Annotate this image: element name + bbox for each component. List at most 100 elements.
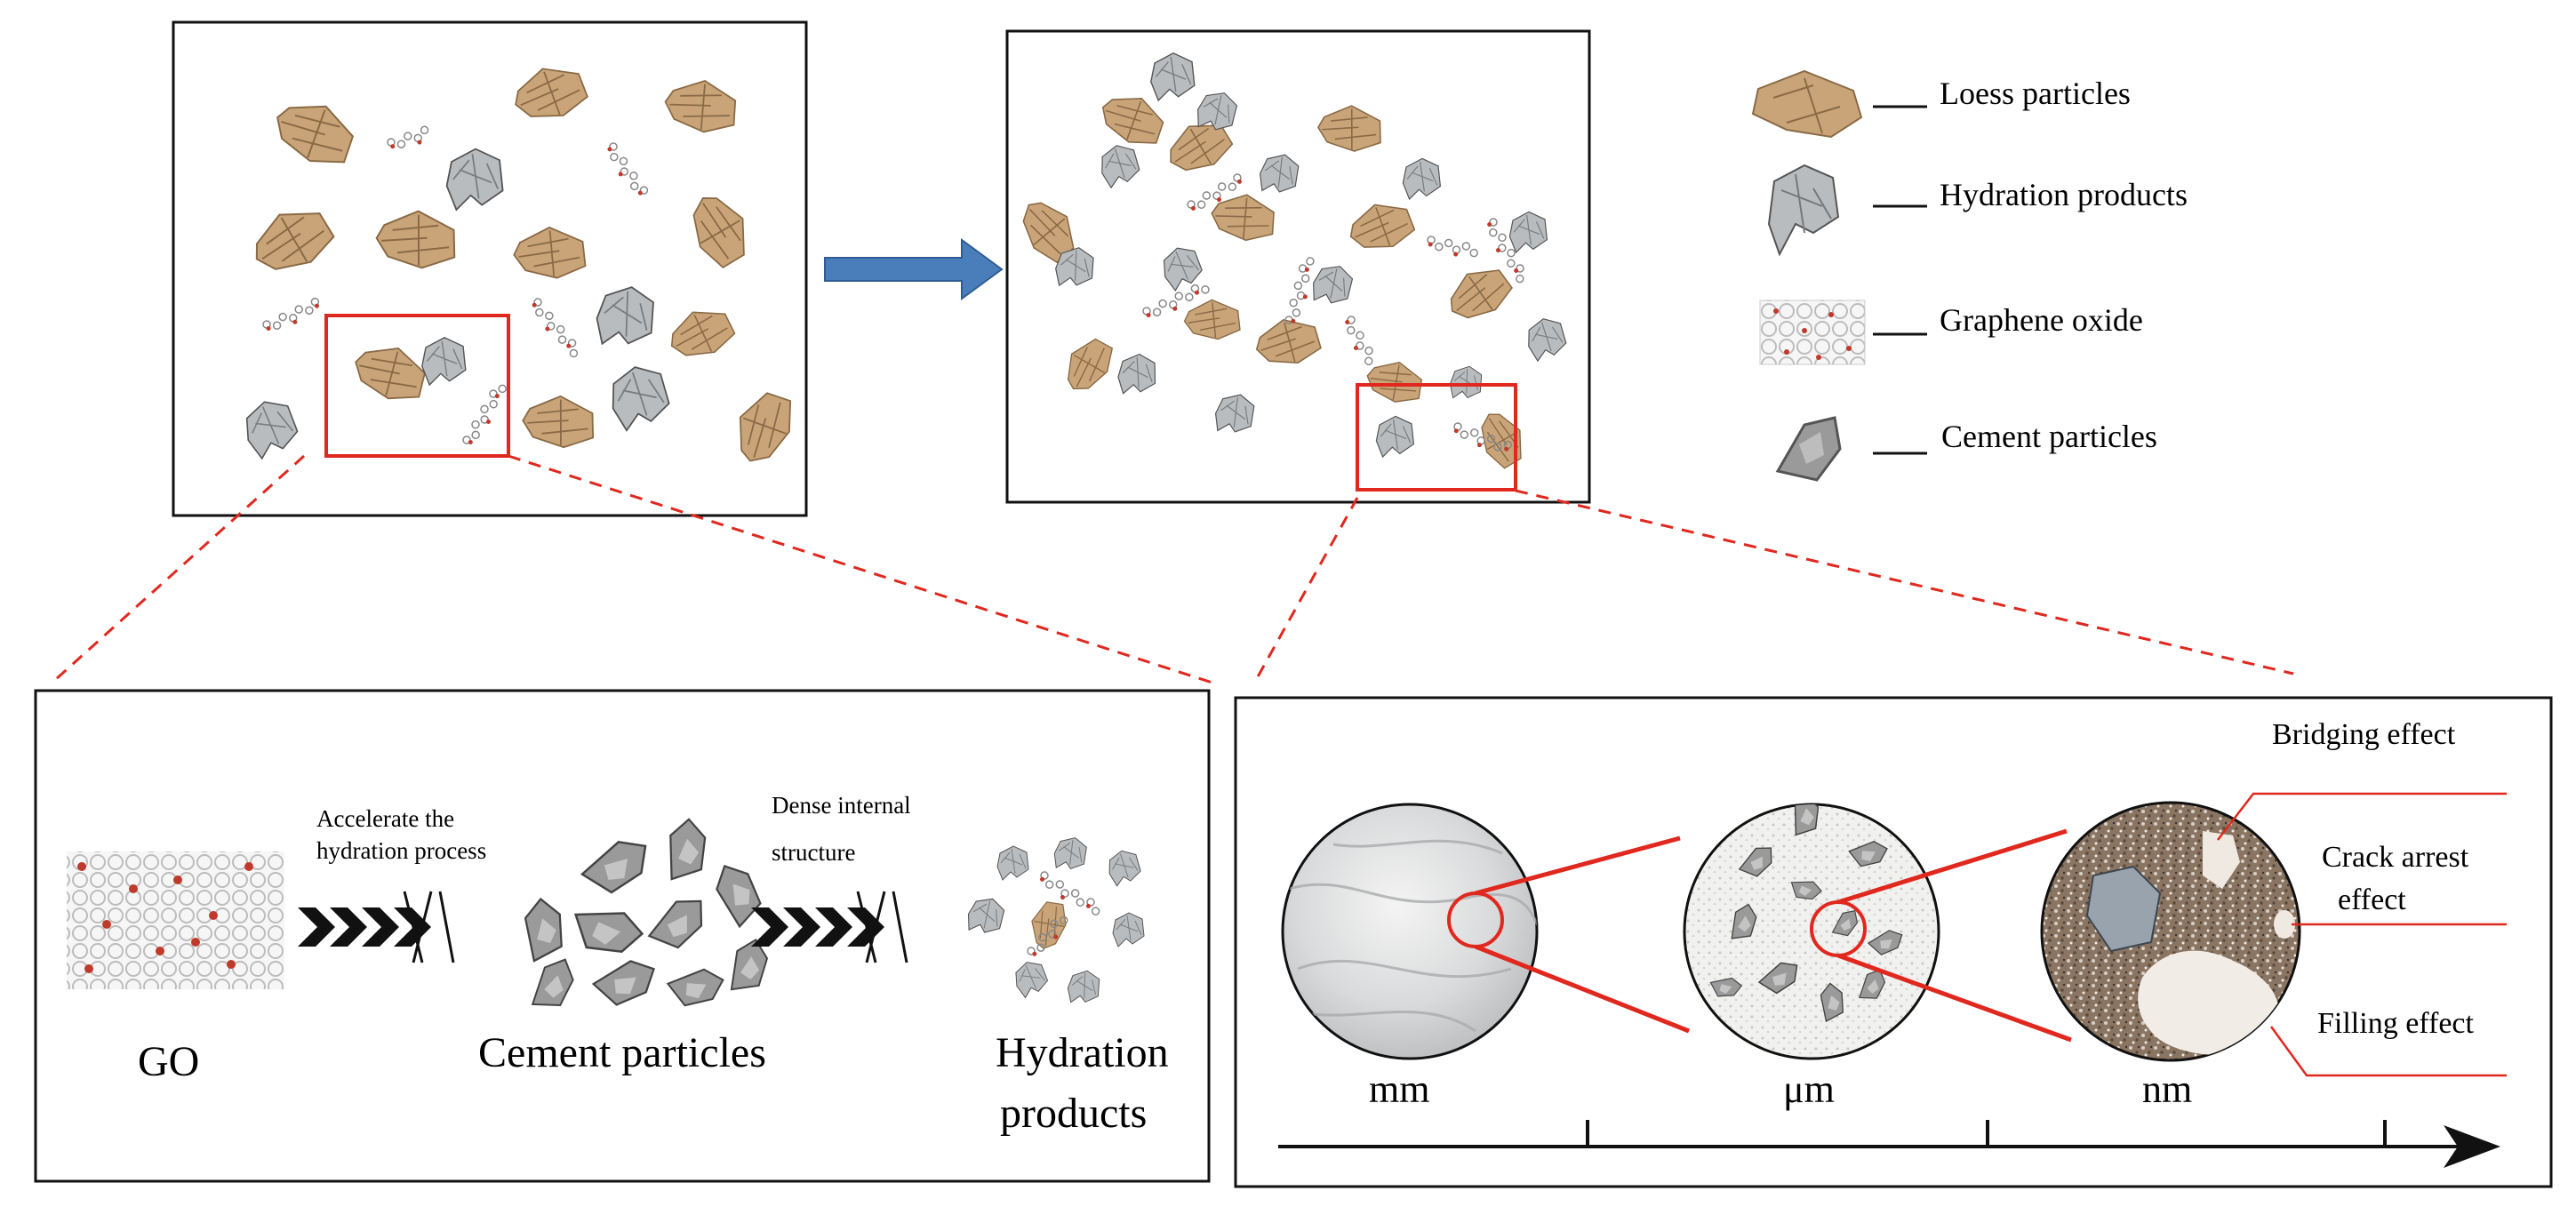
graphene-oxide-sheet <box>532 298 579 358</box>
legend-loess-label: Loess particles <box>1940 76 2131 111</box>
loess-particle <box>1211 194 1275 242</box>
graphene-oxide-sheet <box>607 142 649 196</box>
legend-graphene-oxide-label: Graphene oxide <box>1940 302 2143 338</box>
hydration-particle <box>996 845 1029 881</box>
legend-cement-label: Cement particles <box>1941 419 2157 454</box>
go-oxygen-node <box>227 960 236 969</box>
loess-particle <box>1481 413 1522 469</box>
multiscale-panel <box>1234 696 2553 1188</box>
cement-particle <box>1757 962 1798 995</box>
loess-particle <box>276 105 355 164</box>
bridging-effect-label: Bridging effect <box>2272 718 2456 751</box>
go-oxygen-node <box>129 884 138 893</box>
cement-particle <box>531 958 574 1006</box>
cement-particle <box>580 840 647 894</box>
hydration-particle <box>1117 353 1156 395</box>
loess-particle <box>1316 105 1381 152</box>
loess-particle <box>670 311 736 356</box>
process-panel <box>34 689 1211 1183</box>
hydration-particle <box>596 286 654 346</box>
hydration-particle <box>1101 145 1140 189</box>
loess-particle <box>692 197 745 269</box>
cement-particle-cluster <box>524 818 769 1007</box>
graphene-oxide-sheet <box>1487 218 1524 284</box>
loess-particle <box>1366 362 1423 403</box>
loess-particle <box>255 212 335 270</box>
loess-particle <box>1450 269 1513 319</box>
filling-region <box>2138 950 2280 1055</box>
scale-label-nm: nm <box>2142 1067 2192 1111</box>
hydration-product-cluster <box>967 837 1145 1003</box>
crossing-lines <box>856 891 908 963</box>
cement-particle <box>730 938 769 991</box>
step1-line1: Accelerate the <box>316 805 454 832</box>
cement-particle <box>666 968 724 1007</box>
hydration-particle <box>1150 52 1196 102</box>
go-oxygen-node <box>209 911 218 920</box>
hydration-particle <box>612 366 670 432</box>
graphene-oxide-sheet <box>1427 236 1478 258</box>
legend-cement-swatch <box>1775 416 1842 482</box>
crack-arrest-label-line1: Crack arrest <box>2322 841 2469 874</box>
scale-axis <box>1278 1120 2500 1168</box>
loess-particle <box>513 226 587 279</box>
step2-line2: structure <box>772 839 855 866</box>
hydration-particle <box>1375 415 1415 459</box>
cement-particle <box>647 899 703 949</box>
chevron-arrow <box>362 907 399 947</box>
loess-particle <box>1255 318 1322 364</box>
hydration-particle <box>1163 247 1203 292</box>
go-oxygen-node <box>173 875 182 884</box>
graphene-oxide-sheet <box>1142 284 1210 318</box>
graphene-oxide-sheet <box>1345 316 1373 366</box>
loess-particle <box>664 80 737 133</box>
filling-effect-label: Filling effect <box>2317 1007 2474 1040</box>
zoom-leader-lines <box>53 454 2294 686</box>
hydration-particle <box>1053 837 1087 870</box>
hydration-particle <box>1313 266 1354 304</box>
cement-particle <box>1820 982 1844 1023</box>
crack-arrest-region <box>2274 910 2295 939</box>
cement-particle <box>1848 841 1888 867</box>
effect-leaders <box>2217 792 2507 1077</box>
go-oxygen-node <box>77 862 86 871</box>
cement-particles-label: Cement particles <box>478 1029 766 1076</box>
graphene-oxide-sheet <box>1027 915 1068 956</box>
scale-label-mm: mm <box>1369 1067 1429 1111</box>
nm-scale-circle <box>2040 801 2301 1062</box>
hydration-particle <box>1402 157 1442 201</box>
hydration-label-line1: Hydration <box>996 1029 1169 1076</box>
hydration-particle <box>1259 154 1300 193</box>
chevron-arrow <box>847 907 884 947</box>
cement-particle <box>1738 847 1772 877</box>
scale-label-um: μm <box>1783 1067 1835 1111</box>
loess-particle <box>1349 204 1416 248</box>
scale-zoom-wedges <box>1475 828 2072 1043</box>
graphene-oxide-sheet <box>387 125 429 149</box>
um-scale-circle <box>1683 803 1940 1060</box>
graphene-oxide-sheet <box>1453 422 1513 452</box>
loess-particle <box>355 348 426 400</box>
loess-particle <box>515 68 588 117</box>
chevron-arrow <box>394 907 431 947</box>
transition-arrow <box>824 238 1004 300</box>
hydration-particle <box>1108 850 1141 887</box>
loess-particle <box>1067 338 1114 390</box>
hydration-particle <box>1197 92 1238 131</box>
cement-particle <box>1794 804 1820 836</box>
graphene-oxide-sheet <box>1284 257 1315 324</box>
go-label: GO <box>138 1038 199 1085</box>
cement-particle <box>1790 881 1822 900</box>
go-oxygen-node <box>102 920 111 929</box>
zoom-box-right <box>1356 383 1517 492</box>
chevron-arrow <box>298 907 335 947</box>
graphene-oxide-sheet <box>1187 173 1242 211</box>
chevron-arrow <box>751 907 788 947</box>
graphene-oxide-sheet <box>1040 871 1100 915</box>
cement-particle <box>669 818 707 881</box>
go-oxygen-node <box>156 947 164 955</box>
go-oxygen-node <box>244 862 253 871</box>
go-sheet-illustration <box>67 851 284 989</box>
treated-state-panel <box>1005 29 1591 504</box>
